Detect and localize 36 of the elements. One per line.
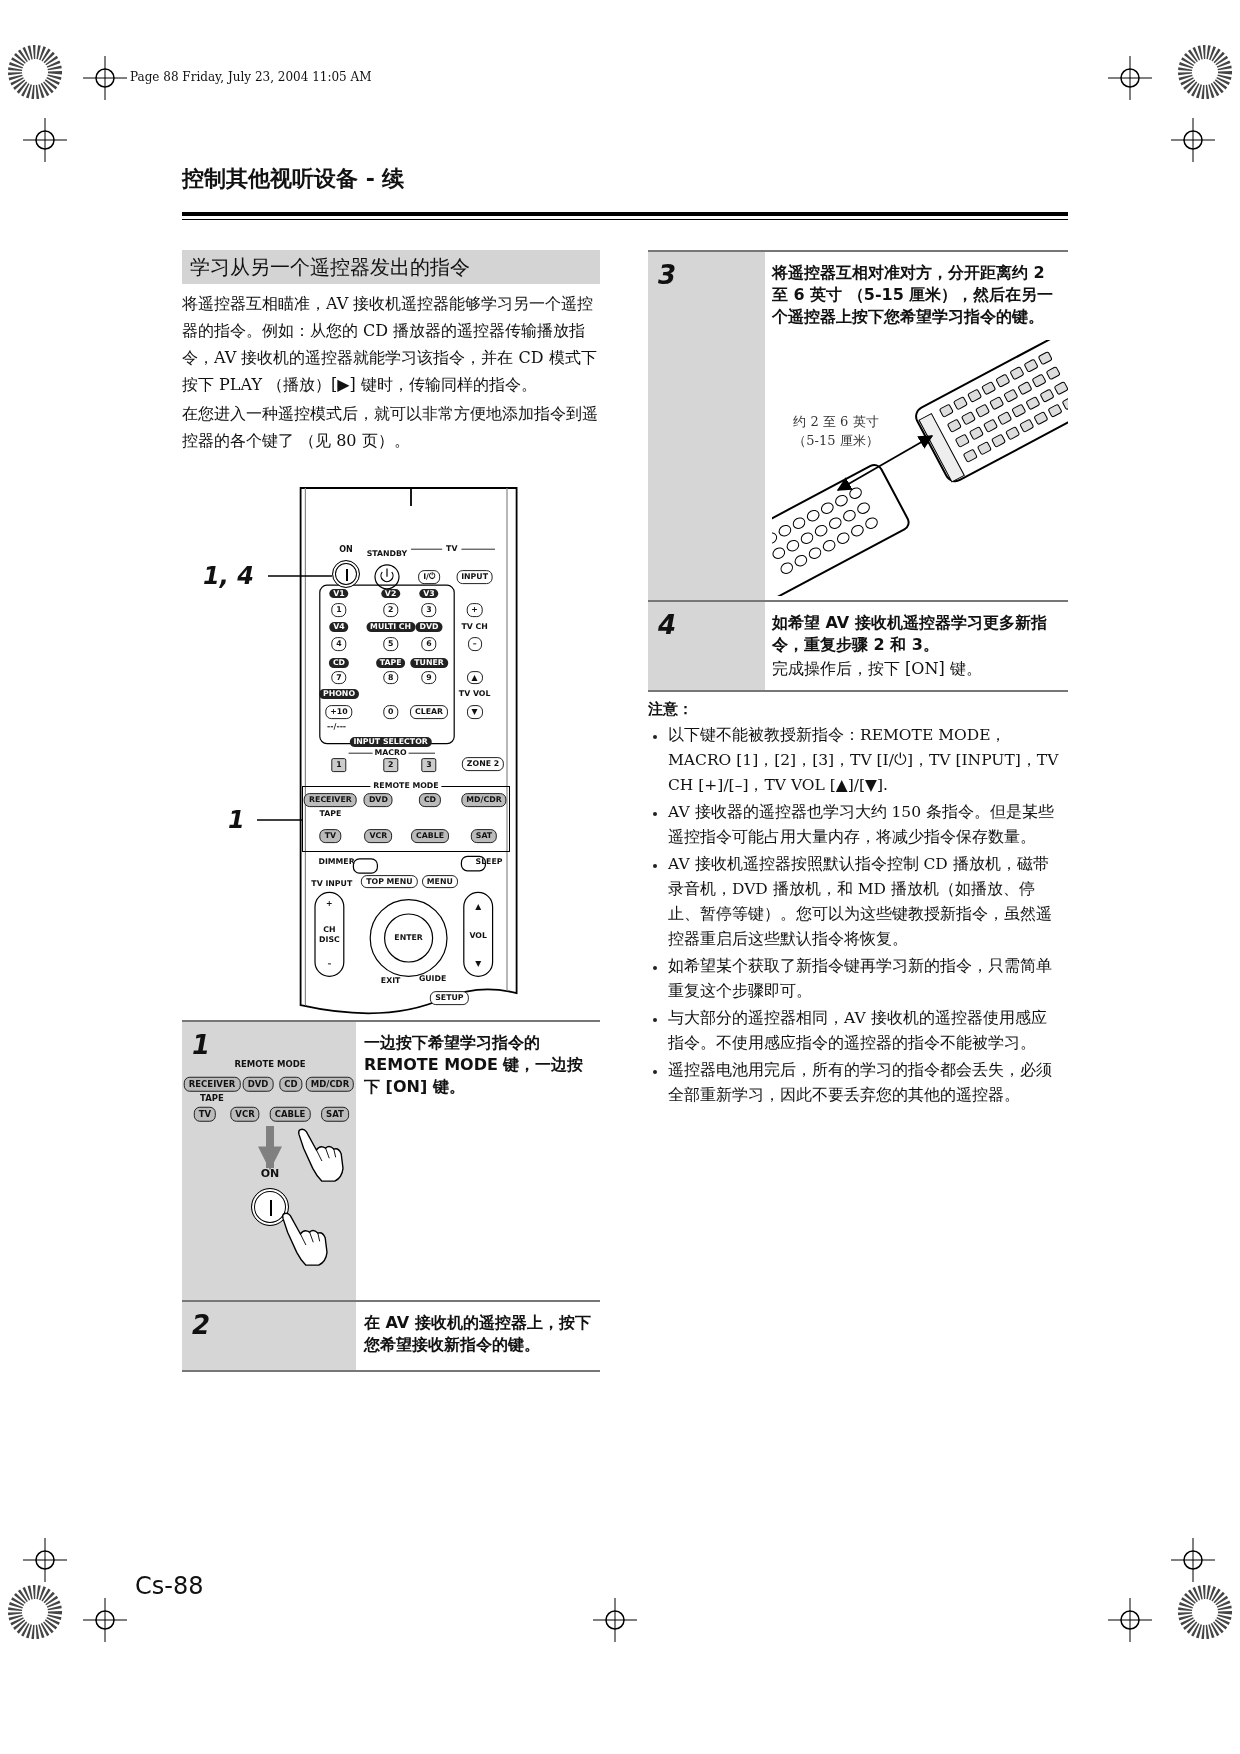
note-text: 与大部分的遥控器相同，AV 接收机的遥控器使用感应指令。不使用感应指令的遥控器的指令不能被学习。 (668, 1008, 1048, 1054)
button-label: ON (339, 546, 353, 554)
button-label: ON (260, 1168, 280, 1179)
leader-line (267, 575, 333, 577)
step-instruction: 一边按下希望学习指令的 REMOTE MODE 键，一边按下 [ON] 键。 (364, 1032, 585, 1098)
step-instruction: 如希望 AV 接收机遥控器学习更多新指令，重复步骤 2 和 3。 (772, 612, 1048, 656)
remote-key: RECEIVER (183, 1076, 241, 1092)
remote-key: SAT (321, 1106, 349, 1122)
note-text: 以下键不能被教授新指令：REMOTE MODE，MACRO [1]，[2]，[3]，TV [I/⏻]，TV [INPUT]，TV CH [+]/[–]，TV VOL [▲]/[▼]. (668, 725, 1060, 796)
panel-heading: REMOTE MODE (234, 1060, 306, 1069)
note-text: AV 接收机遥控器按照默认指令控制 CD 播放机，磁带录音机，DVD 播放机，和 MD 播放机（如播放、停止、暂停等键）。您可以为这些键教授新指令，虽然遥控器重启后这些默认指令将恢复。 (668, 854, 1053, 950)
step-number: 3 (658, 260, 677, 290)
page-number: Cs-88 (135, 1572, 204, 1600)
print-info: Page 88 Friday, July 23, 2004 11:05 AM (130, 70, 372, 84)
step-number: 4 (658, 610, 677, 640)
step-instruction: 将遥控器互相对准对方，分开距离约 2 至 6 英寸 （5-15 厘米），然后在另一个遥控器上按下您希望学习指令的键。 (772, 262, 1055, 328)
note-text: AV 接收器的遥控器也学习大约 150 条指令。但是某些遥控指令可能占用大量内存，将减少指令保存数量。 (668, 802, 1055, 848)
notes-heading: 注意： (648, 700, 694, 719)
step-instruction: 在 AV 接收机的遥控器上，按下您希望接收新指令的键。 (364, 1312, 592, 1356)
section-heading: 学习从另一个遥控器发出的指令 (182, 250, 600, 284)
remote-key: CABLE (269, 1106, 311, 1122)
step-note: 完成操作后，按下 [ON] 键。 (772, 658, 983, 680)
callout-number: 1 (228, 806, 254, 834)
distance-label: 约 2 至 6 英寸（5-15 厘米） (792, 413, 880, 450)
body-paragraph: 将遥控器互相瞄准，AV 接收机遥控器能够学习另一个遥控器的指令。例如：从您的 CD 播放器的遥控器传输播放指令，AV 接收机的遥控器就能学习该指令，并在 CD 模式下按下 PLAY （播放）[▶] 键时，传输同样的指令。 (182, 293, 598, 396)
step-number: 1 (192, 1030, 211, 1060)
remote-key: MD/CDR (305, 1076, 355, 1092)
remote-label: TAPE (200, 1093, 224, 1103)
page-title: 控制其他视听设备 - 续 (182, 165, 405, 193)
remote-key: VCR (230, 1106, 260, 1122)
callout-number: 1, 4 (203, 562, 265, 590)
note-text: 遥控器电池用完后，所有的学习的指令都会丢失，必须全部重新学习，因此不要丢弃您的其他的遥控器。 (668, 1060, 1053, 1106)
leader-line (256, 819, 303, 821)
note-text: 如希望某个获取了新指令键再学习新的指令，只需简单重复这个步骤即可。 (668, 956, 1053, 1002)
body-paragraph: 在您进入一种遥控模式后，就可以非常方便地添加指令到遥控器的各个键了 （见 80 页）。 (182, 403, 599, 452)
step-number: 2 (192, 1310, 211, 1340)
